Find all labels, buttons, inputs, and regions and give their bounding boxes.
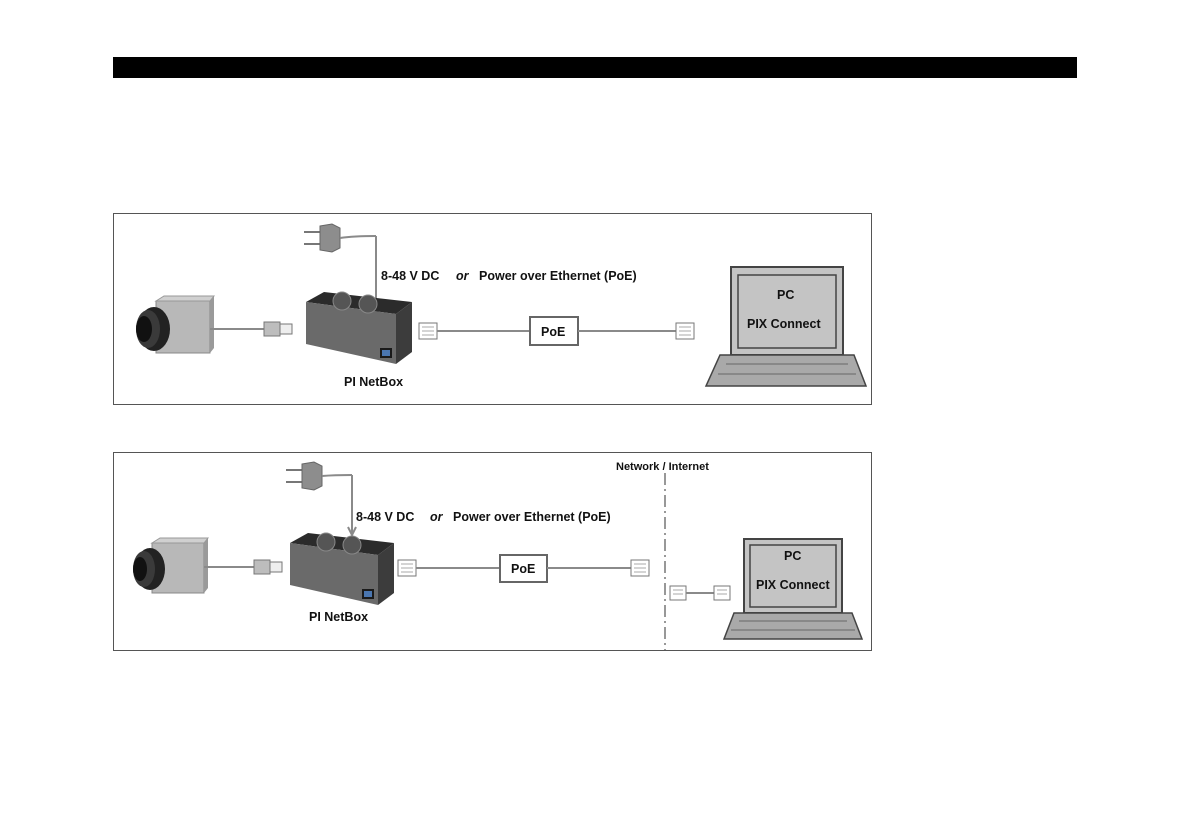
pc-title: PC: [777, 288, 794, 302]
section-header-bar: [113, 57, 1077, 78]
power-voltage-label: 8-48 V DC: [356, 510, 414, 524]
network-label: Network / Internet: [616, 461, 709, 473]
netbox-device-icon: [306, 292, 412, 364]
device-label: PI NetBox: [309, 610, 368, 624]
poe-power-label: Power over Ethernet (PoE): [453, 510, 611, 524]
pc-title: PC: [784, 549, 801, 563]
direct-connection-diagram: 8-48 V DC or Power over Ethernet (PoE) P…: [113, 213, 872, 405]
pc-software-label: PIX Connect: [756, 578, 830, 592]
pc-software-label: PIX Connect: [747, 317, 821, 331]
thermal-camera-icon: [133, 538, 208, 593]
device-label: PI NetBox: [344, 375, 403, 389]
poe-box-label: PoE: [541, 325, 565, 339]
ethernet-plug-icon: [631, 560, 649, 576]
or-label: or: [456, 269, 470, 283]
ethernet-plug-icon: [419, 323, 437, 339]
power-plug-icon: [286, 462, 352, 490]
power-plug-icon: [304, 224, 376, 252]
ethernet-plug-icon: [670, 586, 686, 600]
poe-box-label: PoE: [511, 562, 535, 576]
usb-plug-icon: [264, 322, 292, 336]
power-cable: [348, 475, 356, 535]
network-connection-diagram: 8-48 V DC or Power over Ethernet (PoE) N…: [113, 452, 872, 651]
ethernet-plug-icon: [714, 586, 730, 600]
poe-power-label: Power over Ethernet (PoE): [479, 269, 637, 283]
netbox-device-icon: [290, 533, 394, 605]
ethernet-plug-icon: [676, 323, 694, 339]
thermal-camera-icon: [136, 296, 214, 353]
or-label: or: [430, 510, 444, 524]
usb-plug-icon: [254, 560, 282, 574]
power-voltage-label: 8-48 V DC: [381, 269, 439, 283]
ethernet-plug-icon: [398, 560, 416, 576]
